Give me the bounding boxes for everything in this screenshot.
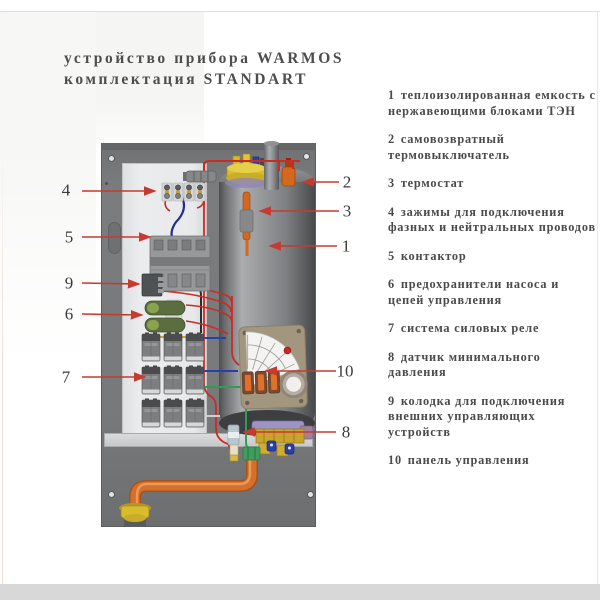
callout-number-2: 2 [342, 172, 352, 192]
callout-number-8: 8 [341, 422, 351, 442]
callout-number-1: 1 [341, 236, 351, 256]
parts-list: 1 теплоизолированная емкость с нержавеющ… [388, 88, 596, 482]
plate-slot [108, 222, 121, 254]
list-item: 7 система силовых реле [388, 321, 540, 335]
backplate-top-edge [101, 143, 316, 150]
screw [303, 153, 310, 160]
list-item: 1 теплоизолированная емкость с нержавеющ… [388, 88, 596, 118]
bottom-gray-band [0, 584, 600, 600]
screw [108, 155, 115, 162]
title-line-2: комплектация STANDART [64, 71, 309, 88]
insulated-tank [219, 182, 315, 422]
page-title: устройство прибора WARMOS комплектация S… [64, 48, 344, 90]
rivet-dot [105, 182, 108, 185]
callout-number-5: 5 [64, 227, 74, 247]
list-item: 5 контактор [388, 248, 467, 263]
list-item: 6 предохранители насоса и цепей управлен… [388, 277, 560, 307]
tank-bottom [219, 410, 315, 436]
screw [307, 491, 314, 498]
list-item: 2 самовозвратный термовыключатель [388, 132, 510, 162]
list-item: 4 зажимы для подключения фазных и нейтра… [388, 204, 596, 235]
list-item: 9 колодка для подключения внешних управл… [388, 393, 566, 439]
callout-number-3: 3 [342, 201, 352, 221]
callout-number-4: 4 [61, 180, 71, 200]
callout-number-6: 6 [64, 304, 74, 324]
list-item: 10 панель управления [388, 453, 530, 467]
title-line-1: устройство прибора WARMOS [64, 50, 345, 67]
list-item: 8 датчик минимального давления [388, 349, 541, 380]
frame-line-top [0, 11, 600, 12]
frame-line-right [597, 11, 598, 584]
callout-number-10: 10 [336, 361, 354, 381]
callout-number-7: 7 [61, 367, 71, 387]
screw [108, 491, 115, 498]
electrical-panel [122, 163, 207, 435]
list-item: 3 термостат [388, 176, 465, 190]
background-tint-left [0, 12, 96, 362]
callout-number-9: 9 [64, 273, 74, 293]
